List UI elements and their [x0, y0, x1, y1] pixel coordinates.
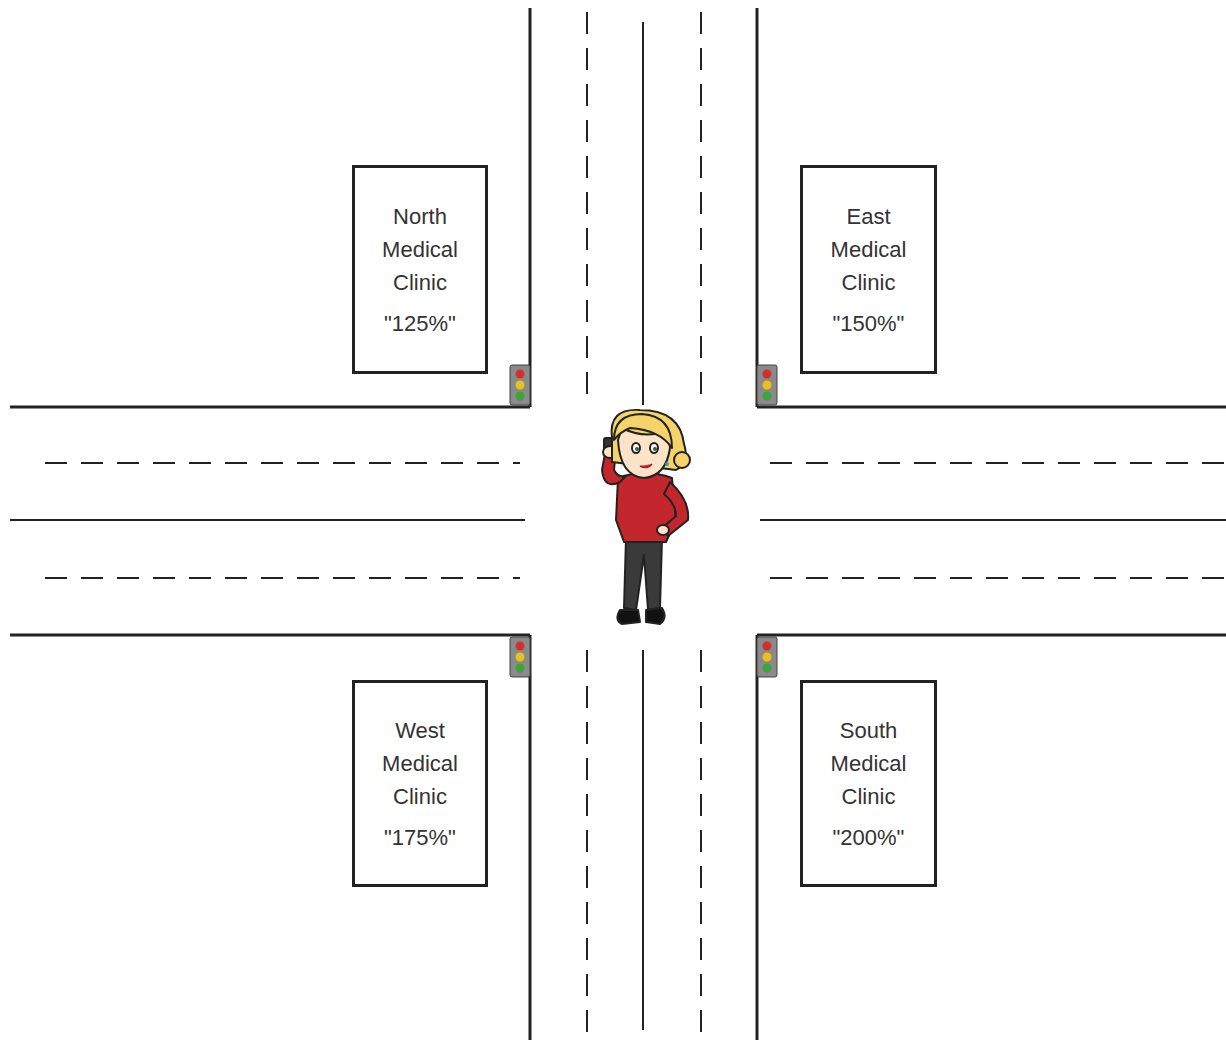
traffic-light-part — [763, 392, 772, 401]
traffic-light-part — [516, 392, 525, 401]
road-curb-part — [756, 8, 759, 407]
road-curb-part — [757, 406, 1226, 409]
lane-divider-part — [770, 577, 1226, 579]
traffic-light-part — [516, 664, 525, 673]
road-center-line-part — [10, 519, 525, 521]
traffic-light-part — [763, 642, 772, 651]
traffic-light — [757, 637, 777, 677]
road-curb-part — [757, 634, 1226, 637]
woman-figure — [602, 410, 690, 624]
woman-figure-part — [632, 443, 640, 453]
woman-figure-part — [616, 473, 676, 542]
clinic-name: South Medical Clinic — [811, 714, 926, 813]
lane-divider-part — [586, 12, 588, 405]
woman-figure-part — [617, 610, 640, 624]
road-curb-part — [529, 8, 532, 407]
traffic-light-part — [763, 381, 772, 390]
lane-divider-part — [45, 577, 520, 579]
lane-divider-part — [700, 650, 702, 1040]
lane-divider — [45, 12, 1226, 1040]
lane-divider-part — [45, 462, 520, 464]
woman-figure-part — [614, 414, 672, 448]
traffic-light-part — [763, 370, 772, 379]
road-curb — [10, 8, 1226, 1040]
road-center-line — [10, 22, 1226, 1030]
road-curb-part — [10, 406, 530, 409]
clinic-percent: "175%" — [363, 821, 477, 854]
woman-figure-part — [624, 538, 662, 610]
woman-figure-part — [650, 443, 658, 453]
clinic-box: West Medical Clinic "175%" — [352, 680, 488, 887]
lane-divider-part — [586, 650, 588, 1040]
woman-figure-part — [640, 464, 652, 468]
clinic-box: East Medical Clinic "150%" — [800, 165, 937, 374]
clinic-name: East Medical Clinic — [811, 200, 926, 299]
traffic-light-part — [510, 637, 530, 677]
clinic-name: West Medical Clinic — [363, 714, 477, 813]
traffic-light-part — [757, 365, 777, 405]
woman-figure-part — [646, 608, 665, 624]
clinic-box: South Medical Clinic "200%" — [800, 680, 937, 887]
road-curb-part — [529, 635, 532, 1040]
traffic-light-part — [757, 637, 777, 677]
clinic-percent: "125%" — [363, 307, 477, 340]
lane-divider-part — [700, 12, 702, 405]
road-center-line-part — [760, 519, 1226, 521]
woman-figure-part — [665, 462, 669, 466]
traffic-light-part — [763, 664, 772, 673]
woman-figure-part — [653, 447, 657, 451]
traffic-light-part — [763, 653, 772, 662]
woman-figure-part — [635, 447, 639, 451]
lane-divider-part — [770, 462, 1226, 464]
traffic-light-part — [516, 370, 525, 379]
traffic-light-part — [516, 642, 525, 651]
clinic-percent: "150%" — [811, 307, 926, 340]
road-center-line-part — [642, 650, 644, 1030]
traffic-light — [757, 365, 777, 405]
clinic-name: North Medical Clinic — [363, 200, 477, 299]
traffic-light-part — [510, 365, 530, 405]
road-center-line-part — [642, 22, 644, 405]
road-curb-part — [756, 635, 759, 1040]
traffic-light — [510, 365, 530, 405]
traffic-light-part — [516, 653, 525, 662]
woman-figure-part — [674, 452, 690, 468]
traffic-light-part — [516, 381, 525, 390]
traffic-light — [510, 637, 530, 677]
clinic-percent: "200%" — [811, 821, 926, 854]
woman-figure-part — [657, 525, 669, 535]
road-curb-part — [10, 634, 530, 637]
clinic-box: North Medical Clinic "125%" — [352, 165, 488, 374]
